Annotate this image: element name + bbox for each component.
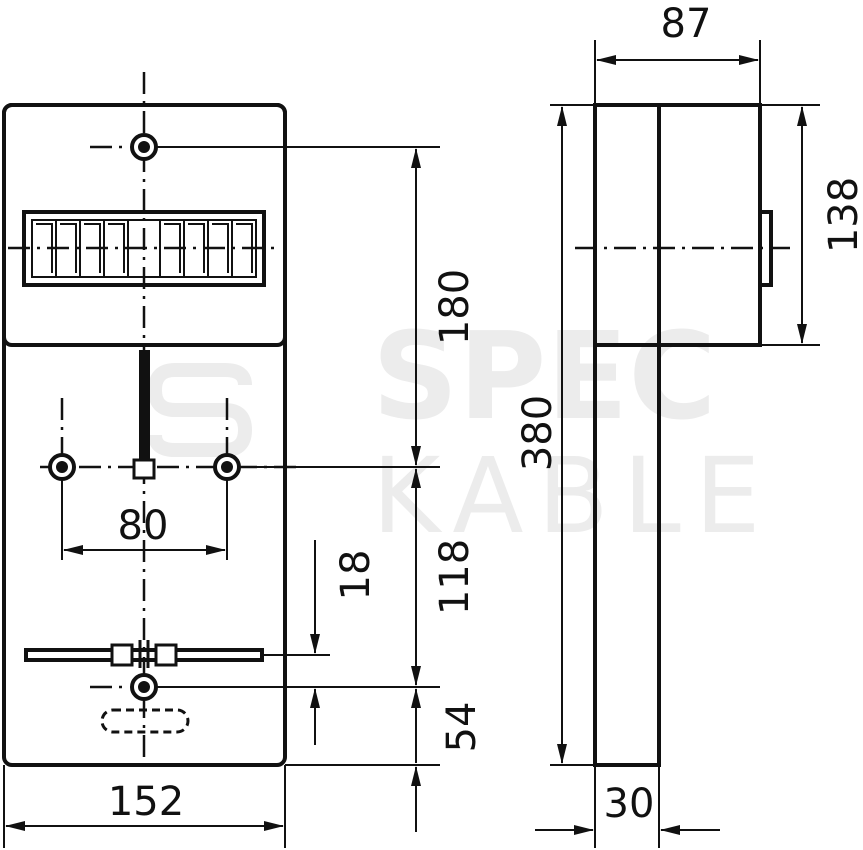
dim-back-depth: 30 (604, 781, 655, 827)
dim-total-height: 380 (515, 395, 561, 471)
dim-hole-spacing: 80 (118, 503, 169, 549)
side-dimensions (535, 40, 820, 848)
seal-slot (100, 708, 190, 734)
mounting-hole-left (48, 453, 76, 481)
mounting-hole-bottom (130, 673, 158, 701)
dim-window-height: 138 (821, 177, 863, 253)
dim-total-depth: 87 (661, 1, 712, 47)
dim-total-width: 152 (108, 779, 184, 825)
dim-upper-height: 180 (432, 269, 478, 345)
watermark-line2: KABLE (372, 435, 775, 557)
front-view (2, 72, 300, 770)
dim-middle-height: 118 (432, 539, 478, 615)
dim-gap-height: 18 (333, 550, 379, 601)
front-dimensions (3, 146, 440, 848)
side-view (575, 103, 790, 767)
dim-lower-height: 54 (439, 702, 485, 753)
slot-clip (132, 458, 156, 480)
side-back-body (593, 103, 661, 767)
mounting-hole-right (213, 453, 241, 481)
watermark-s-icon (147, 363, 253, 457)
vertical-slot (139, 350, 150, 460)
mounting-hole-top (130, 133, 158, 161)
